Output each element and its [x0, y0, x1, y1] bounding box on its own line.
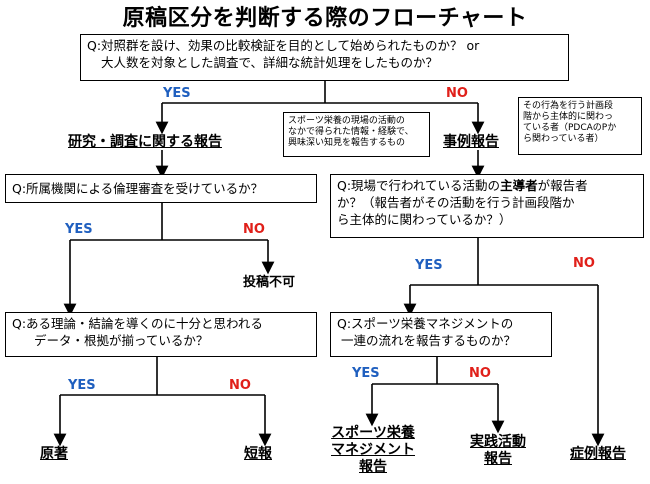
question-leader-line3: ら主体的に関わっているか？）: [337, 212, 512, 227]
outcome-sports-management-line2: マネジメント: [331, 442, 415, 458]
question-management-line1: Q:スポーツ栄養マネジメントの: [337, 316, 514, 331]
outcome-original-article: 原著: [40, 446, 68, 462]
branch-leader-no: NO: [573, 256, 595, 271]
question-leader-line2: か？（報告者がその活動を行う計画段階か: [337, 195, 575, 210]
question-leader-box: Q:現場で行われている活動の主導者が報告者 か？（報告者がその活動を行う計画段階…: [330, 174, 644, 238]
outcome-practice-report: 実践活動 報告: [458, 434, 538, 468]
outcome-case-report: 症例報告: [570, 446, 626, 462]
question-theory-line1: Q:ある理論・結論を導くのに十分と思われる: [12, 316, 263, 331]
question-leader-line1: Q:現場で行われている活動の主導者が報告者: [337, 177, 637, 194]
question-leader-pre: Q:現場で行われている活動の: [337, 178, 501, 193]
branch-ethics-yes: YES: [65, 222, 93, 237]
outcome-reject: 投稿不可: [243, 275, 296, 290]
outcome-sports-management-line1: スポーツ栄養: [331, 425, 415, 441]
question-comparison-line1: Q:対照群を設け、効果の比較検証を目的として始められたものか？ or: [87, 38, 480, 53]
research-heading: 研究・調査に関する報告: [68, 134, 222, 150]
leader-note-line1: その行為を行う計画段: [523, 101, 614, 111]
leader-note-line3: ている者（PDCAのPか: [523, 123, 617, 133]
question-theory-line2: データ・根拠が揃っているか？: [34, 333, 209, 348]
case-report-note-line2: なかで得られた情報・経験で、: [288, 127, 414, 137]
leader-definition-note: その行為を行う計画段 階から主体的に関わっ ている者（PDCAのPか ら関わって…: [518, 97, 642, 155]
case-report-note-line3: 興味深い知見を報告するもの: [288, 138, 406, 148]
branch-theory-yes: YES: [68, 378, 96, 393]
branch-top-no: NO: [446, 86, 468, 101]
case-report-note-line1: スポーツ栄養の現場の活動の: [288, 116, 405, 126]
outcome-practice-line2: 報告: [484, 451, 512, 467]
outcome-short-report: 短報: [244, 446, 272, 462]
branch-ethics-no: NO: [243, 222, 265, 237]
question-theory-box: Q:ある理論・結論を導くのに十分と思われる データ・根拠が揃っているか？: [5, 312, 317, 357]
branch-theory-no: NO: [229, 378, 251, 393]
page-title: 原稿区分を判断する際のフローチャート: [122, 6, 528, 31]
question-comparison-line2: 大人数を対象とした調査で、詳細な統計処理をしたものか？: [101, 55, 439, 70]
outcome-sports-management-line3: 報告: [359, 459, 387, 475]
leader-note-line2: 階から主体的に関わっ: [523, 112, 614, 122]
branch-management-yes: YES: [352, 366, 380, 381]
question-management-line2: 一連の流れを報告するものか？: [341, 333, 517, 348]
question-comparison-box: Q:対照群を設け、効果の比較検証を目的として始められたものか？ or 大人数を対…: [80, 34, 569, 81]
branch-leader-yes: YES: [415, 258, 443, 273]
branch-top-yes: YES: [163, 86, 191, 101]
question-leader-post: が報告者: [537, 178, 588, 193]
outcome-sports-management-report: スポーツ栄養 マネジメント 報告: [325, 425, 421, 476]
branch-management-no: NO: [469, 366, 491, 381]
leader-note-line4: ら関わっている者）: [523, 134, 604, 144]
question-ethics-text: Q:所属機関による倫理審査を受けているか？: [12, 181, 264, 196]
case-heading: 事例報告: [443, 134, 499, 150]
outcome-practice-line1: 実践活動: [470, 434, 526, 450]
question-leader-bold: 主導者: [500, 178, 538, 193]
question-management-box: Q:スポーツ栄養マネジメントの 一連の流れを報告するものか？: [330, 312, 552, 357]
case-report-note: スポーツ栄養の現場の活動の なかで得られた情報・経験で、 興味深い知見を報告する…: [283, 112, 430, 157]
question-ethics-box: Q:所属機関による倫理審査を受けているか？: [5, 174, 317, 203]
